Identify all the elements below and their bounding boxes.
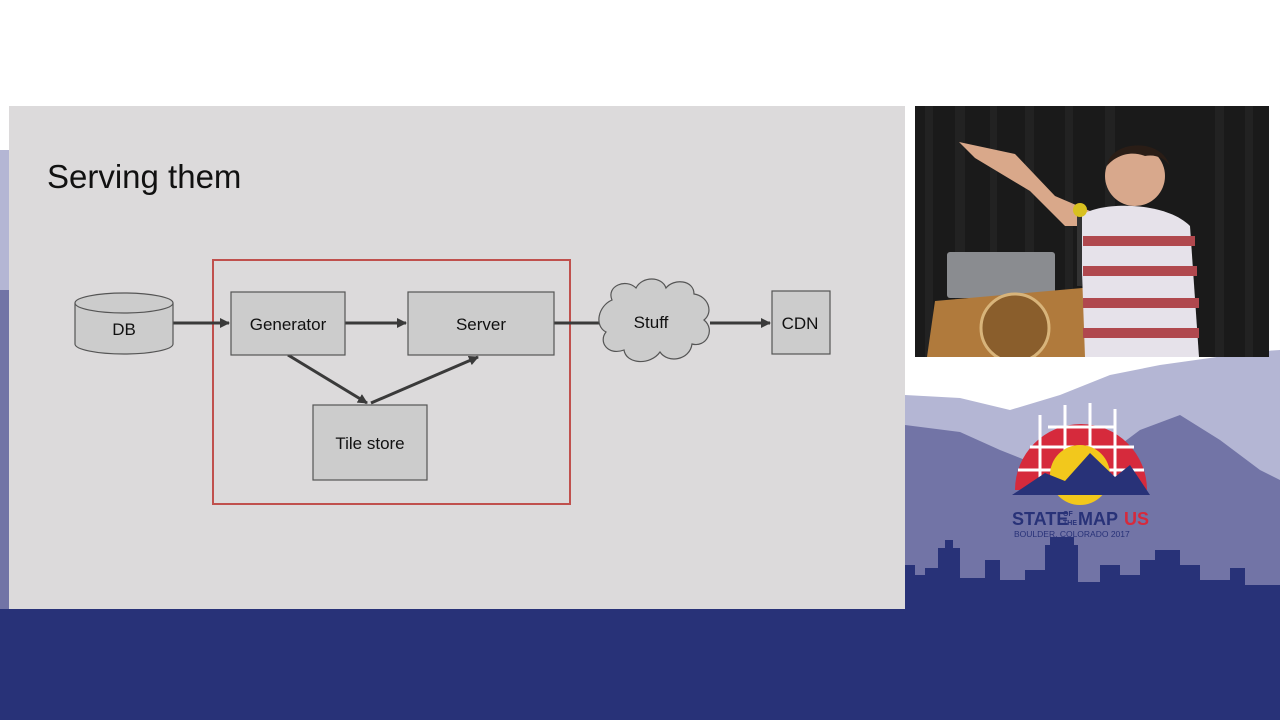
bottom-buildings xyxy=(0,609,905,632)
left-strip-light xyxy=(0,150,9,290)
logo-title-map: MAP xyxy=(1078,509,1118,529)
microphone-head xyxy=(1073,203,1087,217)
slide-title: Serving them xyxy=(47,158,242,195)
slide: Serving them xyxy=(9,106,905,609)
edge-tile-store-server xyxy=(370,355,479,405)
laptop-icon xyxy=(947,252,1055,298)
speaker-video xyxy=(915,106,1269,357)
speaker-head xyxy=(1105,146,1165,206)
tile-store-box xyxy=(312,404,428,481)
bottom-band xyxy=(0,609,1280,720)
node-db: DB xyxy=(74,292,174,355)
speaker-hair xyxy=(1107,145,1170,166)
cloud-icon xyxy=(598,278,710,363)
shirt-stripes xyxy=(1083,236,1199,338)
db-cylinder-top xyxy=(74,292,174,314)
generator-box xyxy=(230,291,346,356)
speaker-video-scene xyxy=(915,106,1269,357)
node-stuff: Stuff xyxy=(598,278,710,363)
logo-title-the: THE xyxy=(1063,520,1077,527)
stuff-label: Stuff xyxy=(634,313,669,332)
db-cylinder-icon xyxy=(74,303,174,355)
generator-label: Generator xyxy=(250,315,327,334)
server-label: Server xyxy=(456,315,506,334)
node-server: Server xyxy=(407,291,555,356)
cdn-box xyxy=(771,290,831,355)
speaker-arm xyxy=(959,142,1095,226)
node-cdn: CDN xyxy=(771,290,831,355)
tile-store-label: Tile store xyxy=(335,434,404,453)
node-generator: Generator xyxy=(230,291,346,356)
cdn-label: CDN xyxy=(782,314,819,333)
logo-title-of: OF xyxy=(1063,511,1073,518)
db-label: DB xyxy=(112,320,136,339)
microphone-icon xyxy=(1077,206,1082,286)
server-box xyxy=(407,291,555,356)
podium-seal-icon xyxy=(979,292,1051,357)
logo-location: BOULDER, COLORADO 2017 xyxy=(1014,529,1130,539)
node-tile-store: Tile store xyxy=(312,404,428,481)
conference-logo: STATE OF THE MAP US BOULDER, COLORADO 20… xyxy=(1012,403,1150,539)
edge-generator-tile-store xyxy=(287,353,368,405)
server-group-frame xyxy=(212,259,571,505)
logo-mountains-icon xyxy=(1012,453,1150,495)
logo-title-state: STATE xyxy=(1012,509,1068,529)
logo-title-us: US xyxy=(1124,509,1149,529)
left-strip-dark xyxy=(0,290,9,630)
